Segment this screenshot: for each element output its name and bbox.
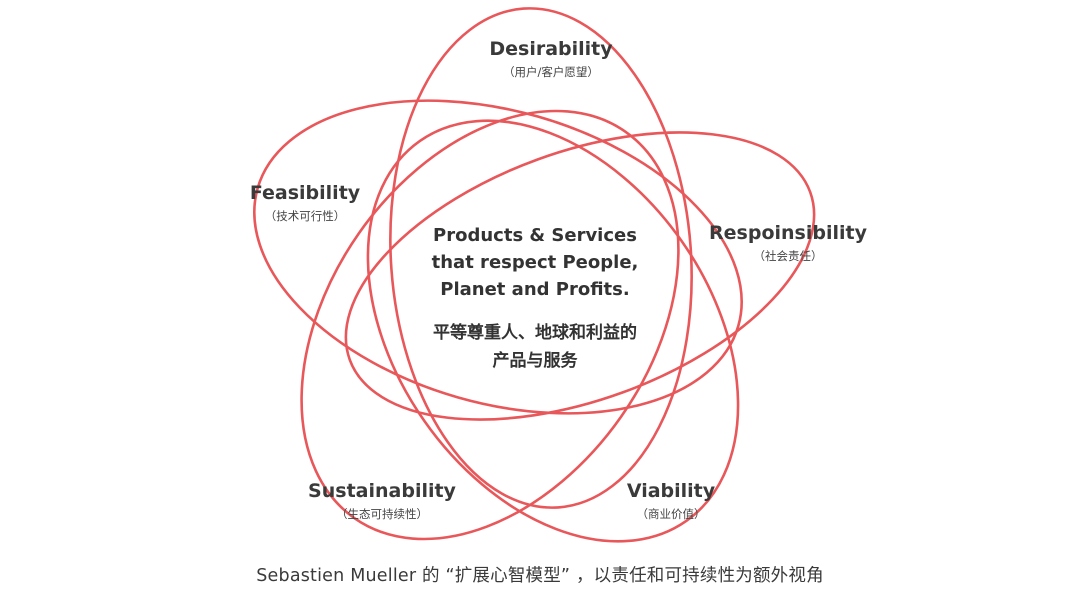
- ellipse-sustainability: [300, 109, 680, 541]
- petal-responsibility-name: Respoinsibility: [709, 222, 867, 244]
- petal-feasibility-sub: （技术可行性）: [264, 209, 346, 223]
- petal-viability: Viability （商业价值）: [627, 479, 715, 523]
- petal-feasibility-name: Feasibility: [249, 182, 361, 204]
- petal-sustainability-sub: （生态可持续性）: [335, 507, 428, 521]
- caption: Sebastien Mueller 的 “扩展心智模型” ，以责任和可持续性为额…: [256, 566, 824, 586]
- center-zh-line: 产品与服务: [492, 351, 578, 371]
- ellipse-responsibility: [344, 131, 816, 421]
- petal-viability-sub: （商业价值）: [636, 507, 706, 521]
- petal-viability-name: Viability: [626, 480, 716, 502]
- petal-responsibility: Respoinsibility （社会责任）: [709, 221, 867, 265]
- center-chinese: 平等尊重人、地球和利益的 产品与服务: [432, 319, 639, 375]
- petal-desirability-name: Desirability: [489, 38, 613, 60]
- center-english: Products & Services that respect People,…: [432, 222, 639, 303]
- petal-sustainability: Sustainability （生态可持续性）: [308, 479, 456, 523]
- center-zh-line: 平等尊重人、地球和利益的: [433, 323, 637, 343]
- ellipse-group: [253, 7, 816, 543]
- center-en-line: Planet and Profits.: [440, 279, 630, 300]
- petal-responsibility-sub: （社会责任）: [753, 249, 823, 263]
- center-statement: Products & Services that respect People,…: [432, 222, 639, 375]
- center-en-line: Products & Services: [433, 225, 637, 246]
- ellipse-feasibility: [253, 99, 743, 415]
- petal-sustainability-name: Sustainability: [308, 480, 456, 502]
- ellipse-desirability: [389, 7, 693, 509]
- petal-desirability-sub: （用户/客户愿望）: [503, 65, 599, 79]
- ellipse-viability: [366, 119, 740, 543]
- petal-feasibility: Feasibility （技术可行性）: [250, 181, 360, 225]
- center-en-line: that respect People,: [431, 252, 639, 273]
- petal-desirability: Desirability （用户/客户愿望）: [489, 37, 612, 81]
